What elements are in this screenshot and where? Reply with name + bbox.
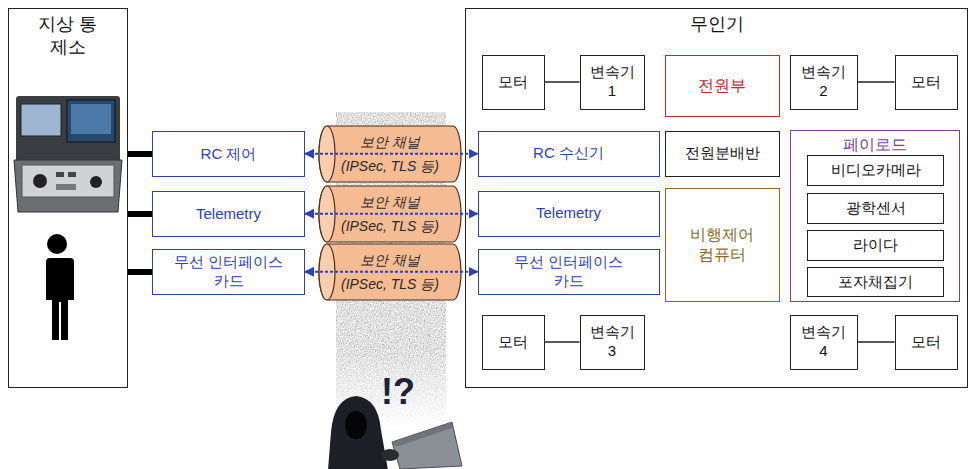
kit-panel — [22, 165, 114, 197]
channel-label: (IPSec, TLS 등) — [341, 276, 439, 292]
cable-bar — [128, 211, 152, 217]
box-label: 모터 — [911, 73, 941, 92]
cylinder-cap — [319, 244, 335, 300]
component-box: RC 수신기 — [478, 131, 660, 177]
box-label: 라이다 — [853, 236, 898, 255]
kit-monitor — [67, 100, 115, 142]
component-box: 전원분배반 — [665, 131, 780, 177]
box-label: 광학센서 — [846, 199, 906, 218]
box-label: 무선 인터페이스 카드 — [169, 253, 289, 291]
box-label: 변속기 1 — [588, 63, 636, 101]
wire-line — [545, 341, 580, 343]
box-label: 변속기 4 — [800, 323, 848, 361]
kit-monitor-display — [71, 104, 111, 134]
cylinder-cap — [319, 126, 335, 182]
cylinder-shape — [318, 243, 462, 301]
box-label: Telemetry — [196, 205, 261, 224]
box-label: 무선 인터페이스 카드 — [509, 253, 629, 291]
box-label: 모터 — [498, 73, 528, 92]
alert-symbol: !? — [381, 372, 415, 412]
cylinder-body — [319, 126, 461, 182]
component-box: 모터 — [895, 55, 958, 110]
component-box: 광학센서 — [807, 193, 944, 224]
kit-screen — [21, 104, 61, 136]
component-box: 변속기 1 — [580, 55, 645, 110]
box-label: Telemetry — [536, 204, 601, 223]
channel-label: (IPSec, TLS 등) — [341, 218, 439, 234]
kit-stick — [90, 176, 102, 188]
component-box: RC 제어 — [152, 131, 305, 177]
kit-button — [68, 172, 76, 177]
box-label: 변속기 3 — [588, 323, 636, 361]
box-label: 포자채집기 — [838, 273, 913, 292]
cylinder-shape — [318, 125, 462, 183]
channel-label: 보안 채널 — [360, 134, 420, 150]
component-box: 변속기 3 — [580, 315, 645, 370]
box-label: 비행제어 컴퓨터 — [682, 225, 762, 265]
cylinder-cap — [319, 186, 335, 242]
cylinder-body — [319, 186, 461, 242]
channel-label: 보안 채널 — [360, 194, 420, 210]
secure-channel-cylinder: 보안 채널 (IPSec, TLS 등) — [318, 243, 462, 301]
wire-line — [858, 341, 895, 343]
operator-head — [47, 234, 67, 254]
wire-line — [545, 81, 580, 83]
kit-stick — [33, 174, 47, 188]
kit-button — [56, 172, 64, 177]
component-box: 비디오카메라 — [807, 155, 944, 186]
kit-lid — [16, 96, 120, 162]
box-label: RC 제어 — [201, 145, 257, 164]
container-box: 무인기모터 변속기 1 전원부 변속기 2 모터 RC 수신기 전원분배반 페이로드비디오카메… — [465, 8, 968, 388]
operator-body — [44, 258, 74, 340]
container-title: 무인기 — [690, 13, 744, 36]
secure-channel-cylinder: 보안 채널 (IPSec, TLS 등) — [318, 185, 462, 243]
component-box: 전원부 — [665, 55, 780, 117]
component-box: 모터 — [482, 315, 545, 370]
box-label: 변속기 2 — [800, 63, 848, 101]
cable-bar — [128, 151, 152, 157]
box-label: 모터 — [911, 333, 941, 352]
kit-button — [56, 184, 76, 190]
control-kit-icon — [14, 96, 122, 212]
box-label: RC 수신기 — [533, 144, 604, 163]
hacker-hand — [381, 449, 399, 461]
component-box: 변속기 4 — [790, 315, 858, 370]
box-label: 모터 — [498, 333, 528, 352]
box-label: 전원부 — [698, 76, 746, 96]
component-box: 무선 인터페이스 카드 — [478, 249, 660, 295]
component-box: 모터 — [895, 315, 958, 370]
secure-channel-cylinder: 보안 채널 (IPSec, TLS 등) — [318, 125, 462, 183]
container-title: 페이로드 — [843, 135, 907, 155]
hacker-hood — [328, 396, 388, 469]
hacker-face — [345, 411, 367, 439]
component-box: Telemetry — [152, 191, 305, 237]
container-box: 페이로드비디오카메라광학센서라이다포자채집기 — [790, 130, 960, 302]
hacker-laptop — [392, 422, 462, 469]
wire-line — [858, 81, 895, 83]
channel-label: (IPSec, TLS 등) — [341, 158, 439, 174]
box-label: 비디오카메라 — [831, 161, 921, 180]
cable-bar — [128, 269, 152, 275]
cylinder-shape — [318, 185, 462, 243]
component-box: 변속기 2 — [790, 55, 858, 110]
cylinder-body — [319, 244, 461, 300]
component-box: 라이다 — [807, 230, 944, 261]
component-box: 포자채집기 — [807, 267, 944, 297]
component-box: 무선 인터페이스 카드 — [152, 249, 305, 295]
component-box: 비행제어 컴퓨터 — [665, 188, 780, 302]
channel-label: 보안 채널 — [360, 252, 420, 268]
operator-icon — [44, 234, 74, 340]
box-label: 전원분배반 — [685, 144, 760, 163]
container-title: 지상 통제소 — [38, 13, 98, 58]
hacker-laptop-edge — [392, 422, 452, 447]
component-box: 모터 — [482, 55, 545, 110]
container-box: 지상 통제소 — [8, 8, 128, 388]
component-box: Telemetry — [478, 191, 660, 237]
kit-base — [14, 160, 122, 212]
